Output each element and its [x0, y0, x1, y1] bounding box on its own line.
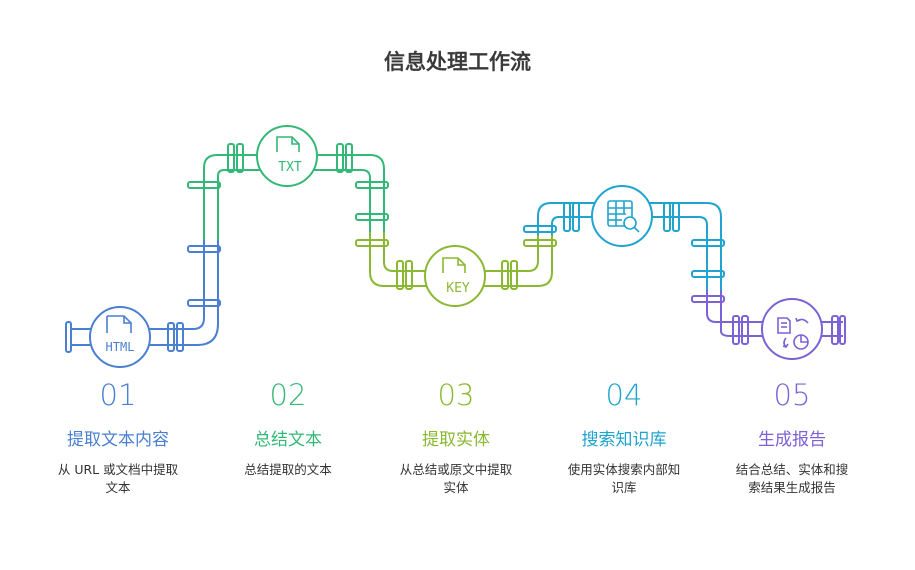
pipe-segment-5	[691, 290, 846, 360]
step-1-icon-circle	[89, 306, 151, 368]
key-file-icon: KEY	[442, 257, 470, 296]
step-2-description: 总结提取的文本	[244, 462, 332, 477]
table-search-icon	[607, 200, 640, 233]
step-5-icon-circle	[761, 298, 823, 360]
step-4-icon-circle	[591, 185, 653, 247]
html-file-icon: HTML	[106, 315, 135, 354]
step-4-name: 搜索知识库	[581, 430, 667, 450]
step-2-number: 02	[269, 378, 307, 412]
step-1-description: 从 URL 或文档中提取文本	[57, 462, 179, 495]
step-4-number: 04	[605, 378, 643, 412]
txt-file-icon: TXT	[276, 136, 302, 175]
step-3-name: 提取实体	[422, 430, 490, 450]
page-title: 信息处理工作流	[384, 50, 531, 74]
step-5-name: 生成报告	[758, 430, 826, 450]
pipe-segment-2	[187, 125, 389, 240]
step-3-icon-circle	[424, 245, 486, 307]
step-1-name: 提取文本内容	[67, 430, 169, 450]
txt-icon-label: TXT	[278, 160, 302, 175]
step-2-icon-circle	[256, 125, 318, 187]
step-5-description: 结合总结、实体和搜索结果生成报告	[735, 462, 849, 495]
step-4-description: 使用实体搜索内部知识库	[567, 462, 681, 495]
key-icon-label: KEY	[446, 281, 470, 296]
html-icon-label: HTML	[106, 340, 135, 354]
step-3-description: 从总结或原文中提取实体	[399, 462, 513, 495]
pipe-segment-1	[65, 240, 221, 368]
step-3-number: 03	[437, 378, 475, 412]
pipe-segment-3	[355, 232, 557, 307]
step-2-name: 总结文本	[254, 430, 322, 450]
report-chart-icon	[777, 317, 809, 350]
step-1-number: 01	[99, 378, 137, 412]
step-5-number: 05	[773, 378, 811, 412]
